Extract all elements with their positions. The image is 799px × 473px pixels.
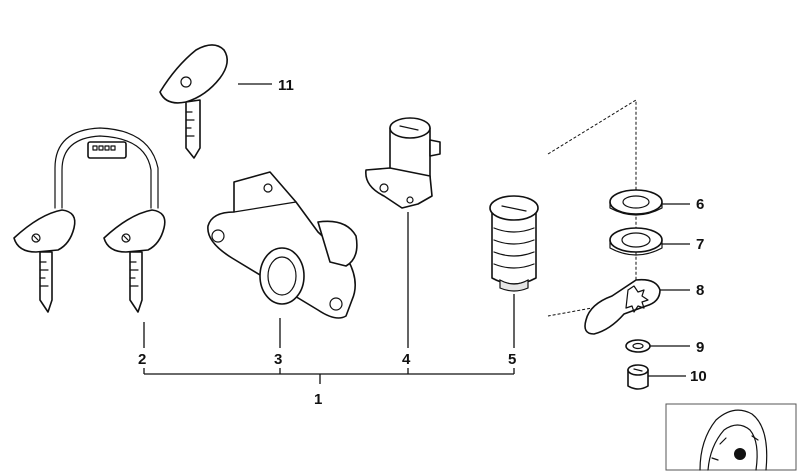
small-washer — [625, 339, 651, 353]
washer — [609, 189, 663, 216]
callout-2: 2 — [138, 351, 146, 368]
single-key — [159, 44, 228, 159]
callout-1: 1 — [314, 391, 322, 408]
barrel-lock — [489, 195, 539, 292]
callout-9: 9 — [696, 339, 704, 356]
screw — [627, 364, 649, 390]
lock-flange — [207, 171, 358, 319]
key-ring-set — [13, 127, 166, 313]
callout-5: 5 — [508, 351, 516, 368]
nut — [609, 227, 663, 256]
location-thumbnail — [665, 403, 797, 471]
callout-6: 6 — [696, 196, 704, 213]
callout-4: 4 — [402, 351, 411, 368]
leader-lines — [143, 83, 690, 384]
callout-10: 10 — [690, 368, 707, 385]
thumbnail-marker — [734, 448, 746, 460]
lock-cylinder — [365, 117, 441, 209]
callout-7: 7 — [696, 236, 704, 253]
right-key — [103, 209, 166, 253]
cam-lever — [584, 278, 661, 335]
callout-8: 8 — [696, 282, 704, 299]
callout-11: 11 — [278, 77, 294, 94]
callout-3: 3 — [274, 351, 282, 368]
left-key — [13, 209, 76, 253]
